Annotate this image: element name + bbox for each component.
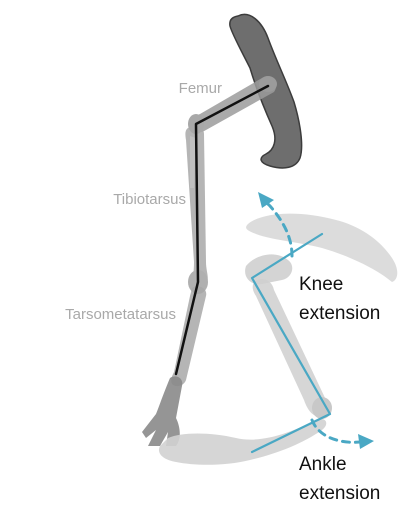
- ankle-extension-label-line2: extension: [299, 483, 380, 504]
- ankle-arrowhead-icon: [358, 434, 374, 449]
- femur-label: Femur: [179, 80, 222, 97]
- knee-extension-label-line1: Knee: [299, 274, 343, 295]
- tarsometatarsus-label: Tarsometatarsus: [65, 306, 176, 323]
- ankle-extension-label-line1: Ankle: [299, 454, 347, 475]
- tibiotarsus-label: Tibiotarsus: [113, 191, 186, 208]
- knee-extension-label-line2: extension: [299, 303, 380, 324]
